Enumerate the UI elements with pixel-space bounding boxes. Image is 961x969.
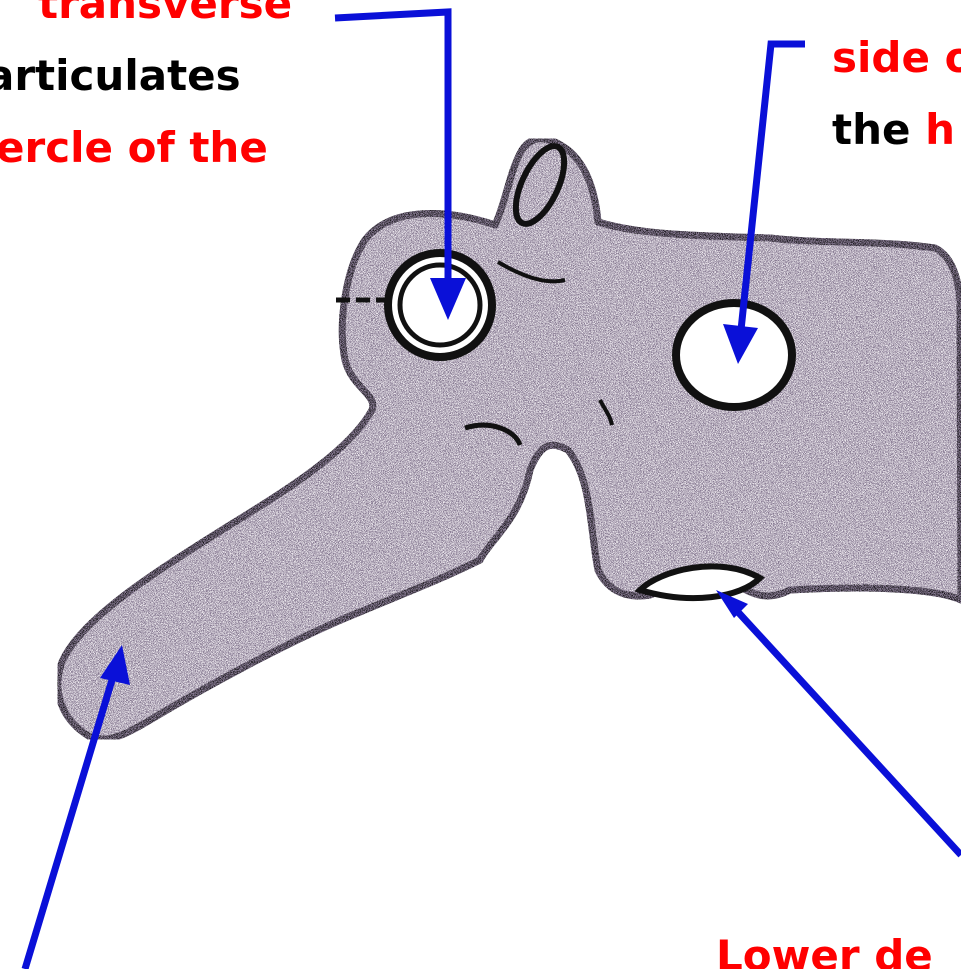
label-the: the bbox=[832, 105, 925, 154]
label-head-fragment: h bbox=[925, 105, 955, 154]
label-tubercle: ercle of the bbox=[0, 124, 268, 172]
label-the-head: the h bbox=[832, 106, 955, 154]
label-articulates: articulates bbox=[0, 52, 241, 100]
label-lower-demifacet: Lower de bbox=[716, 932, 933, 969]
vertebra-bone bbox=[58, 139, 961, 739]
arrow-lower-facet bbox=[716, 590, 961, 855]
superior-costal-facet bbox=[676, 303, 792, 407]
vertebra-outline bbox=[58, 139, 961, 739]
label-transverse: transverse bbox=[38, 0, 292, 28]
label-side-of: side o bbox=[832, 34, 961, 82]
